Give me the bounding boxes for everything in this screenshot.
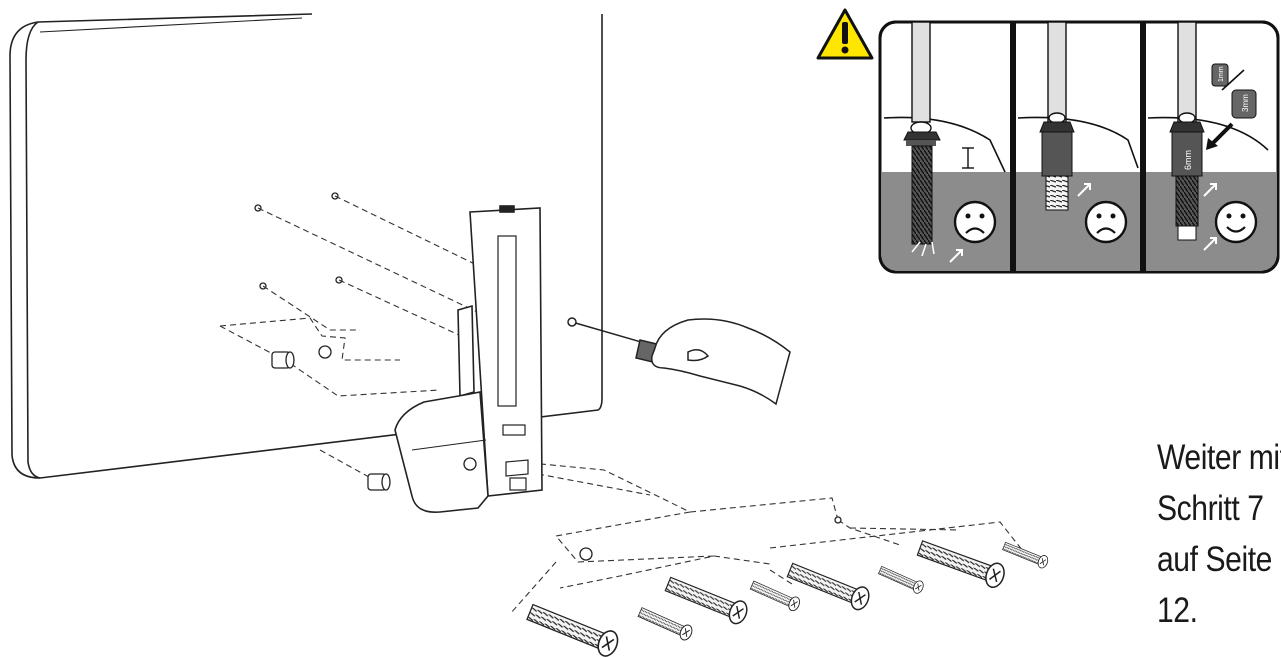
warning-panel-3: 6mm 1mm 3mm — [1169, 21, 1257, 251]
panel-screw-holes — [254, 192, 343, 290]
warning-triangle-icon — [816, 8, 874, 60]
sad-face-icon — [953, 200, 997, 244]
screws-row — [524, 535, 1050, 657]
happy-face-icon — [1214, 200, 1258, 244]
stand-bracket — [457, 205, 543, 497]
spacer-small-stamp: 1mm — [1218, 66, 1225, 82]
instruction-line-1: Weiter mit — [1157, 438, 1281, 477]
warning-panel — [878, 20, 1280, 274]
instruction-line-4: 12. — [1157, 591, 1198, 630]
spacer-parts — [271, 345, 842, 561]
instruction-line-2: Schritt 7 — [1157, 489, 1264, 528]
spacer-large-stamp: 3mm — [1241, 94, 1250, 112]
sad-face-icon — [1084, 200, 1128, 244]
hand — [651, 318, 791, 406]
stand-base — [394, 391, 489, 513]
screw-head-stamp: 6mm — [1183, 150, 1193, 170]
instruction-line-3: auf Seite — [1157, 540, 1272, 579]
continue-instruction: Weiter mit Schritt 7 auf Seite 12. — [1157, 432, 1281, 657]
warning-panel-1 — [903, 21, 974, 263]
tv-panel — [9, 13, 603, 479]
warning-panel-2 — [1039, 21, 1091, 211]
